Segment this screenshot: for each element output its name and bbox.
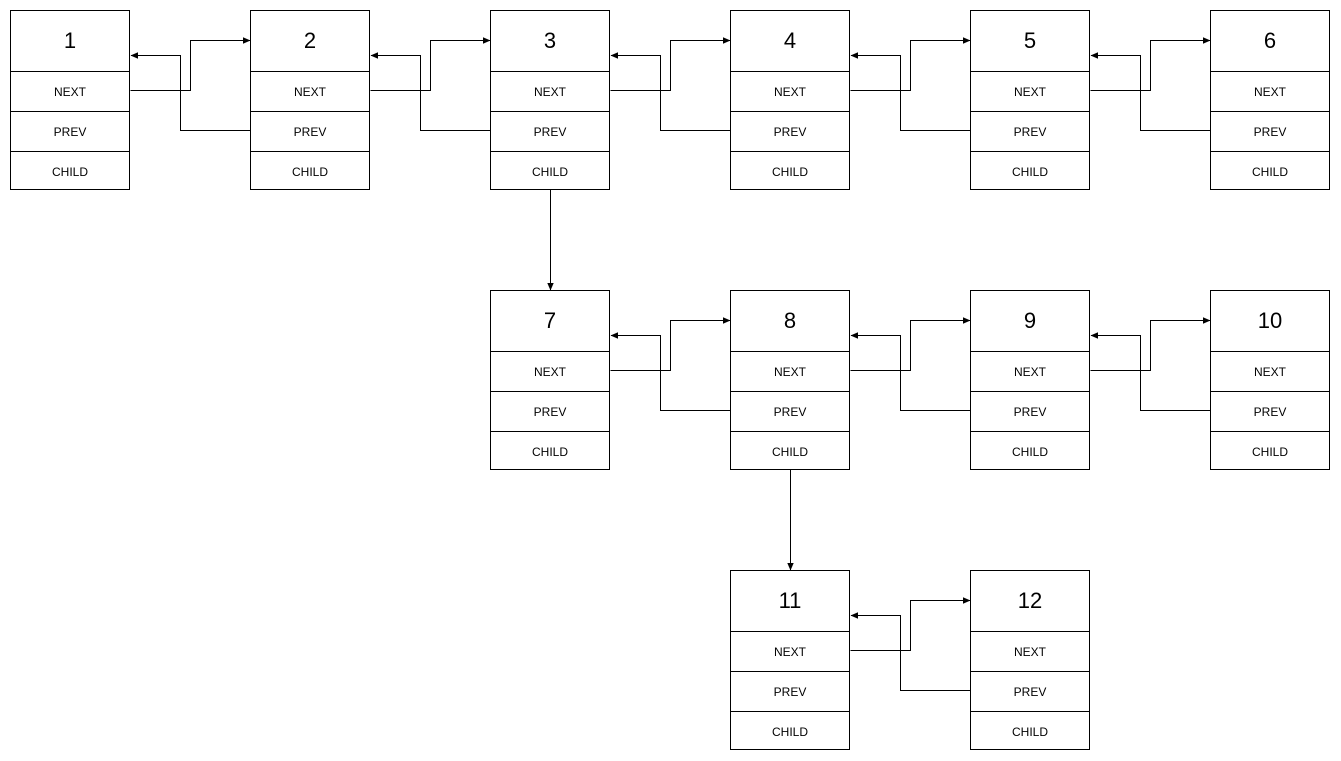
next-field: NEXT: [731, 71, 849, 111]
prev-arrow-5-to-4: [850, 52, 970, 131]
next-arrow-8-to-9: [850, 317, 971, 371]
prev-field: PREV: [731, 671, 849, 711]
node-label: 3: [543, 28, 557, 53]
prev-field: PREV: [731, 111, 849, 151]
prev-arrow-4-to-3: [610, 52, 730, 131]
prev-field: PREV: [251, 111, 369, 151]
prev-arrow-9-to-8: [850, 332, 970, 411]
prev-arrow-2-to-1: [130, 52, 250, 131]
child-field: CHILD: [11, 151, 129, 191]
child-field: CHILD: [731, 431, 849, 471]
prev-field: PREV: [971, 111, 1089, 151]
next-field: NEXT: [491, 71, 609, 111]
child-field: CHILD: [731, 151, 849, 191]
child-field: CHILD: [971, 151, 1089, 191]
child-field: CHILD: [251, 151, 369, 191]
next-arrow-11-to-12: [850, 597, 971, 651]
prev-arrow-6-to-5: [1090, 52, 1210, 131]
child-field: CHILD: [491, 151, 609, 191]
next-field: NEXT: [1211, 351, 1329, 391]
next-field: NEXT: [1211, 71, 1329, 111]
prev-field: PREV: [11, 111, 129, 151]
node-label: 2: [303, 28, 317, 53]
next-arrow-2-to-3: [370, 37, 491, 91]
prev-arrow-10-to-9: [1090, 332, 1210, 411]
next-field: NEXT: [731, 351, 849, 391]
next-field: NEXT: [11, 71, 129, 111]
node-label: 8: [783, 308, 797, 333]
child-field: CHILD: [1211, 431, 1329, 471]
next-field: NEXT: [971, 351, 1089, 391]
node-label: 4: [783, 28, 797, 53]
node-label: 10: [1257, 308, 1283, 333]
node-label: 5: [1023, 28, 1037, 53]
prev-arrow-8-to-7: [610, 332, 730, 411]
prev-field: PREV: [971, 391, 1089, 431]
next-field: NEXT: [971, 631, 1089, 671]
child-field: CHILD: [731, 711, 849, 751]
next-field: NEXT: [491, 351, 609, 391]
node-label: 6: [1263, 28, 1277, 53]
next-field: NEXT: [731, 631, 849, 671]
next-arrow-5-to-6: [1090, 37, 1211, 91]
node-label: 9: [1023, 308, 1037, 333]
next-field: NEXT: [251, 71, 369, 111]
child-field: CHILD: [1211, 151, 1329, 191]
next-arrow-9-to-10: [1090, 317, 1211, 371]
prev-field: PREV: [491, 391, 609, 431]
next-arrow-4-to-5: [850, 37, 971, 91]
child-field: CHILD: [491, 431, 609, 471]
node-label: 1: [63, 28, 77, 53]
child-field: CHILD: [971, 711, 1089, 751]
node-label: 12: [1017, 588, 1043, 613]
prev-arrow-3-to-2: [370, 52, 490, 131]
next-field: NEXT: [971, 71, 1089, 111]
next-arrow-1-to-2: [130, 37, 251, 91]
prev-field: PREV: [1211, 391, 1329, 431]
prev-field: PREV: [491, 111, 609, 151]
next-arrow-3-to-4: [610, 37, 731, 91]
prev-field: PREV: [731, 391, 849, 431]
node-label: 7: [543, 308, 557, 333]
child-field: CHILD: [971, 431, 1089, 471]
node-label: 11: [778, 588, 802, 613]
prev-field: PREV: [971, 671, 1089, 711]
prev-field: PREV: [1211, 111, 1329, 151]
next-arrow-7-to-8: [610, 317, 731, 371]
prev-arrow-12-to-11: [850, 612, 970, 691]
